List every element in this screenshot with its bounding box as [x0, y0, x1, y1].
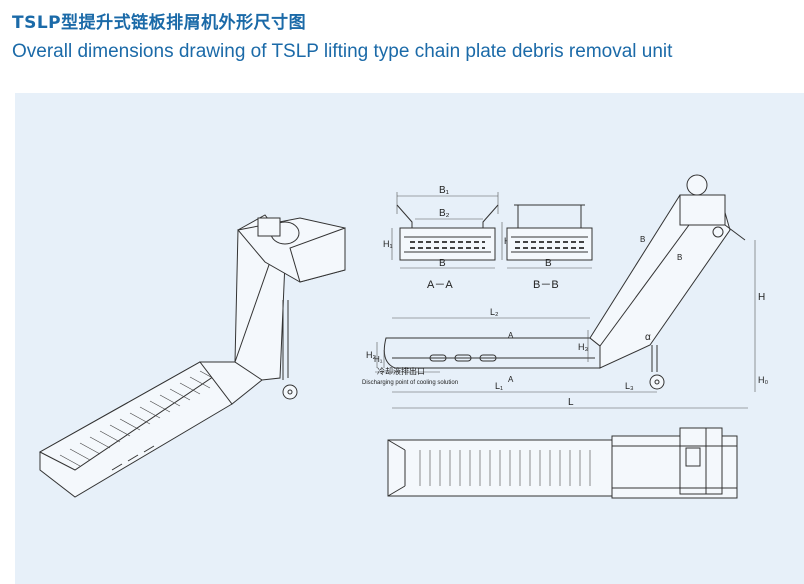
section-mark-a-top: A — [508, 331, 514, 340]
dim-h1-a: H₁ — [383, 239, 393, 249]
dim-l: L — [568, 397, 574, 408]
plan-view — [387, 427, 738, 499]
angle-alpha: α — [645, 332, 651, 343]
dim-l2: L₂ — [490, 307, 499, 317]
dim-b-a: B — [439, 258, 446, 269]
dim-b1: B₁ — [439, 185, 450, 196]
section-b-b-label: B－B — [533, 279, 559, 291]
dim-h3: H₃ — [578, 342, 588, 352]
dim-l3: L₃ — [625, 381, 634, 391]
dim-l1: L₁ — [495, 381, 503, 391]
side-elevation-view: L₂ L₁ L₃ L H₂ H₁ H₃ H H₀ α A A B B 冷却液排出… — [362, 174, 768, 409]
section-b-b: B B－B — [506, 204, 593, 291]
title-english: Overall dimensions drawing of TSLP lifti… — [12, 41, 673, 62]
section-a-a: B₁ B₂ H₁ H₂ B A－A — [383, 185, 514, 291]
section-mark-b-1: B — [640, 235, 645, 244]
dim-h2-side: H₂ — [366, 350, 376, 360]
dim-b-b: B — [545, 258, 552, 269]
isometric-conveyor-view — [38, 214, 346, 498]
section-mark-b-2: B — [677, 253, 682, 262]
discharge-label-en: Discharging point of cooling solution — [362, 380, 458, 386]
title-chinese: TSLP型提升式链板排屑机外形尺寸图 — [12, 13, 307, 33]
section-a-a-label: A－A — [427, 279, 453, 291]
dim-h1-side: H₁ — [374, 355, 383, 364]
dim-h0: H₀ — [758, 375, 768, 385]
dim-b2: B₂ — [439, 208, 450, 219]
dim-h: H — [758, 292, 765, 303]
discharge-label-cn: 冷却液排出口 — [377, 366, 425, 376]
section-mark-a-bottom: A — [508, 375, 514, 384]
